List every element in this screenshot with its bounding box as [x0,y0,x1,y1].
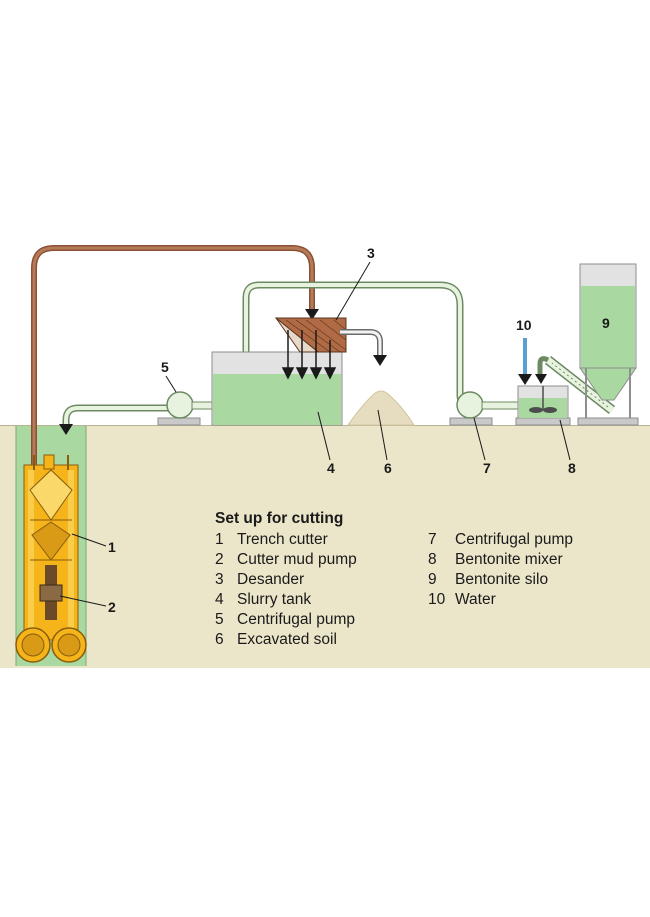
legend-number: 4 [215,591,224,608]
leader-line-4 [317,411,331,461]
callout-4: 4 [327,460,335,476]
legend-left-column: 1 Trench cutter 2 Cutter mud pump 3 Desa… [215,530,357,650]
legend-item: 2 Cutter mud pump [215,550,357,570]
leader-line-1 [71,533,107,547]
trench-cutter [23,454,79,641]
legend-label: Slurry tank [237,591,312,608]
legend-label: Desander [237,571,305,588]
legend-label: Bentonite mixer [455,551,563,568]
centrifugal-pump-5 [157,391,215,426]
desander [274,317,347,353]
excavated-soil-pile [347,390,415,426]
centrifugal-pump-7 [449,391,519,426]
legend-title: Set up for cutting [215,510,344,527]
callout-5: 5 [161,359,169,375]
legend-number: 7 [428,531,437,548]
legend-label: Centrifugal pump [455,531,574,548]
legend-label: Trench cutter [237,531,328,548]
legend-number: 1 [215,531,224,548]
legend-item: 3 Desander [215,570,357,590]
legend-item: 6 Excavated soil [215,630,357,650]
callout-10: 10 [516,317,532,333]
screw-conveyor [535,356,616,414]
legend-item: 9 Bentonite silo [428,570,573,590]
legend-item: 4 Slurry tank [215,590,357,610]
legend-label: Bentonite silo [455,571,549,588]
return-hose-arrowhead [305,309,319,320]
legend-number: 2 [215,551,224,568]
legend-number: 9 [428,571,437,588]
slurry-tank [211,351,343,426]
callout-1: 1 [108,539,116,555]
legend-number: 6 [215,631,224,648]
leader-line-8 [559,419,571,461]
cutter-wheels [15,627,87,663]
callout-3: 3 [367,245,375,261]
bentonite-silo [577,263,639,426]
legend-label: Cutter mud pump [237,551,357,568]
callout-8: 8 [568,460,576,476]
water-inlet-arrow [518,338,532,385]
legend-label: Water [455,591,496,608]
legend-number: 3 [215,571,224,588]
leader-line-6 [377,409,388,461]
legend-number: 10 [428,591,446,608]
legend-label: Centrifugal pump [237,611,356,628]
leader-line-2 [59,595,107,607]
leader-line-5 [165,375,177,393]
feed-pipe-to-trench [59,404,168,435]
legend-right-column: 7 Centrifugal pump 8 Bentonite mixer 9 B… [428,530,573,610]
ground [0,425,650,668]
desander-outlet-pipe [340,329,387,366]
legend-item: 10 Water [428,590,573,610]
leader-line-7 [473,417,486,461]
legend-label: Excavated soil [237,631,337,648]
bentonite-mixer [515,385,571,426]
legend-item: 1 Trench cutter [215,530,357,550]
leader-line-3 [335,261,371,321]
legend-number: 8 [428,551,437,568]
legend-item: 7 Centrifugal pump [428,530,573,550]
callout-2: 2 [108,599,116,615]
desander-flow-arrows [281,330,337,380]
callout-7: 7 [483,460,491,476]
callout-6: 6 [384,460,392,476]
callout-9: 9 [602,315,610,331]
legend-item: 8 Bentonite mixer [428,550,573,570]
legend-item: 5 Centrifugal pump [215,610,357,630]
legend-number: 5 [215,611,224,628]
